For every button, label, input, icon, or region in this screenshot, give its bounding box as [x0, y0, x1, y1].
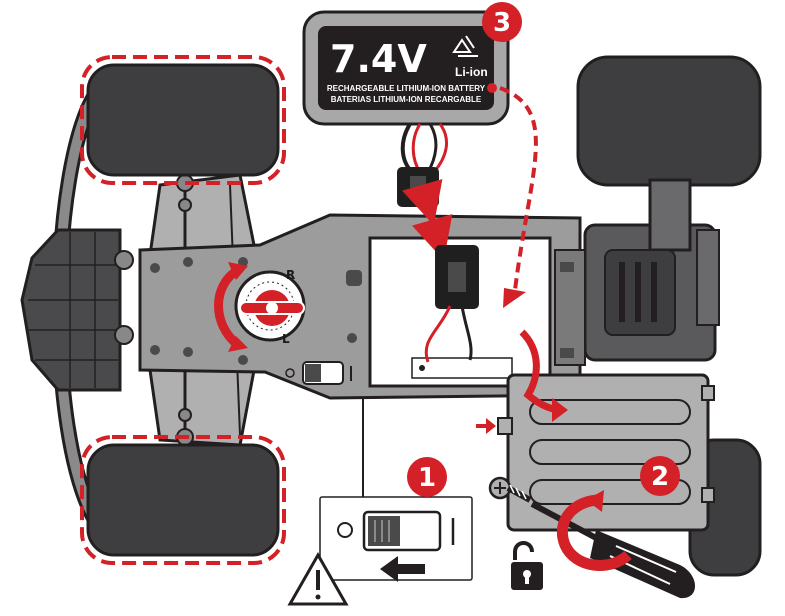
motor-gearbox: [583, 178, 720, 362]
switch-callout: [319, 398, 473, 582]
front-wheel-bottom: [80, 435, 286, 565]
battery-pack: 7.4V Li-ion RECHARGEABLE LITHIUM-ION BAT…: [302, 10, 510, 126]
cover-screw: [488, 476, 532, 503]
step-marker-2-number: 2: [651, 462, 669, 492]
step-marker-3: 3: [482, 2, 522, 42]
connect-arrows: [402, 179, 453, 261]
front-suspension: [114, 173, 257, 447]
rear-wheel-top: [576, 55, 762, 187]
battery-chemistry: Li-ion: [455, 65, 488, 79]
battery-plug-connector: [397, 167, 439, 207]
switch-off-arrow-icon: [380, 556, 425, 582]
step-marker-1: 1: [407, 457, 447, 497]
cover-tab-arrow: [476, 418, 496, 434]
car-plug-connector: [424, 245, 479, 363]
dial-right-label: R: [286, 268, 295, 282]
step-marker-1-number: 1: [418, 463, 436, 493]
step-marker-2: 2: [640, 456, 680, 496]
front-bumper: [20, 90, 122, 524]
step-marker-3-number: 3: [493, 8, 511, 38]
battery-voltage: 7.4V: [330, 37, 427, 81]
power-switch[interactable]: [285, 361, 352, 385]
insert-battery-arrow: [499, 86, 538, 308]
rotate-arrow-icon: [214, 262, 248, 352]
battery-label-line1: RECHARGEABLE LITHIUM-ION BATTERY: [327, 84, 486, 93]
battery-wires: [400, 122, 449, 174]
dial-left-label: L: [282, 332, 290, 346]
unlock-icon: [511, 541, 543, 590]
unscrew-rotate-arrow: [557, 490, 632, 571]
steering-trim-dial[interactable]: R L: [234, 268, 306, 346]
front-wheel-top: [80, 55, 286, 185]
battery-label-line2: BATERIAS LITHIUM-ION RECARGABLE: [331, 95, 482, 104]
recycle-icon: [452, 35, 478, 57]
slide-cover-arrow: [519, 329, 568, 422]
warning-icon: [287, 551, 349, 606]
